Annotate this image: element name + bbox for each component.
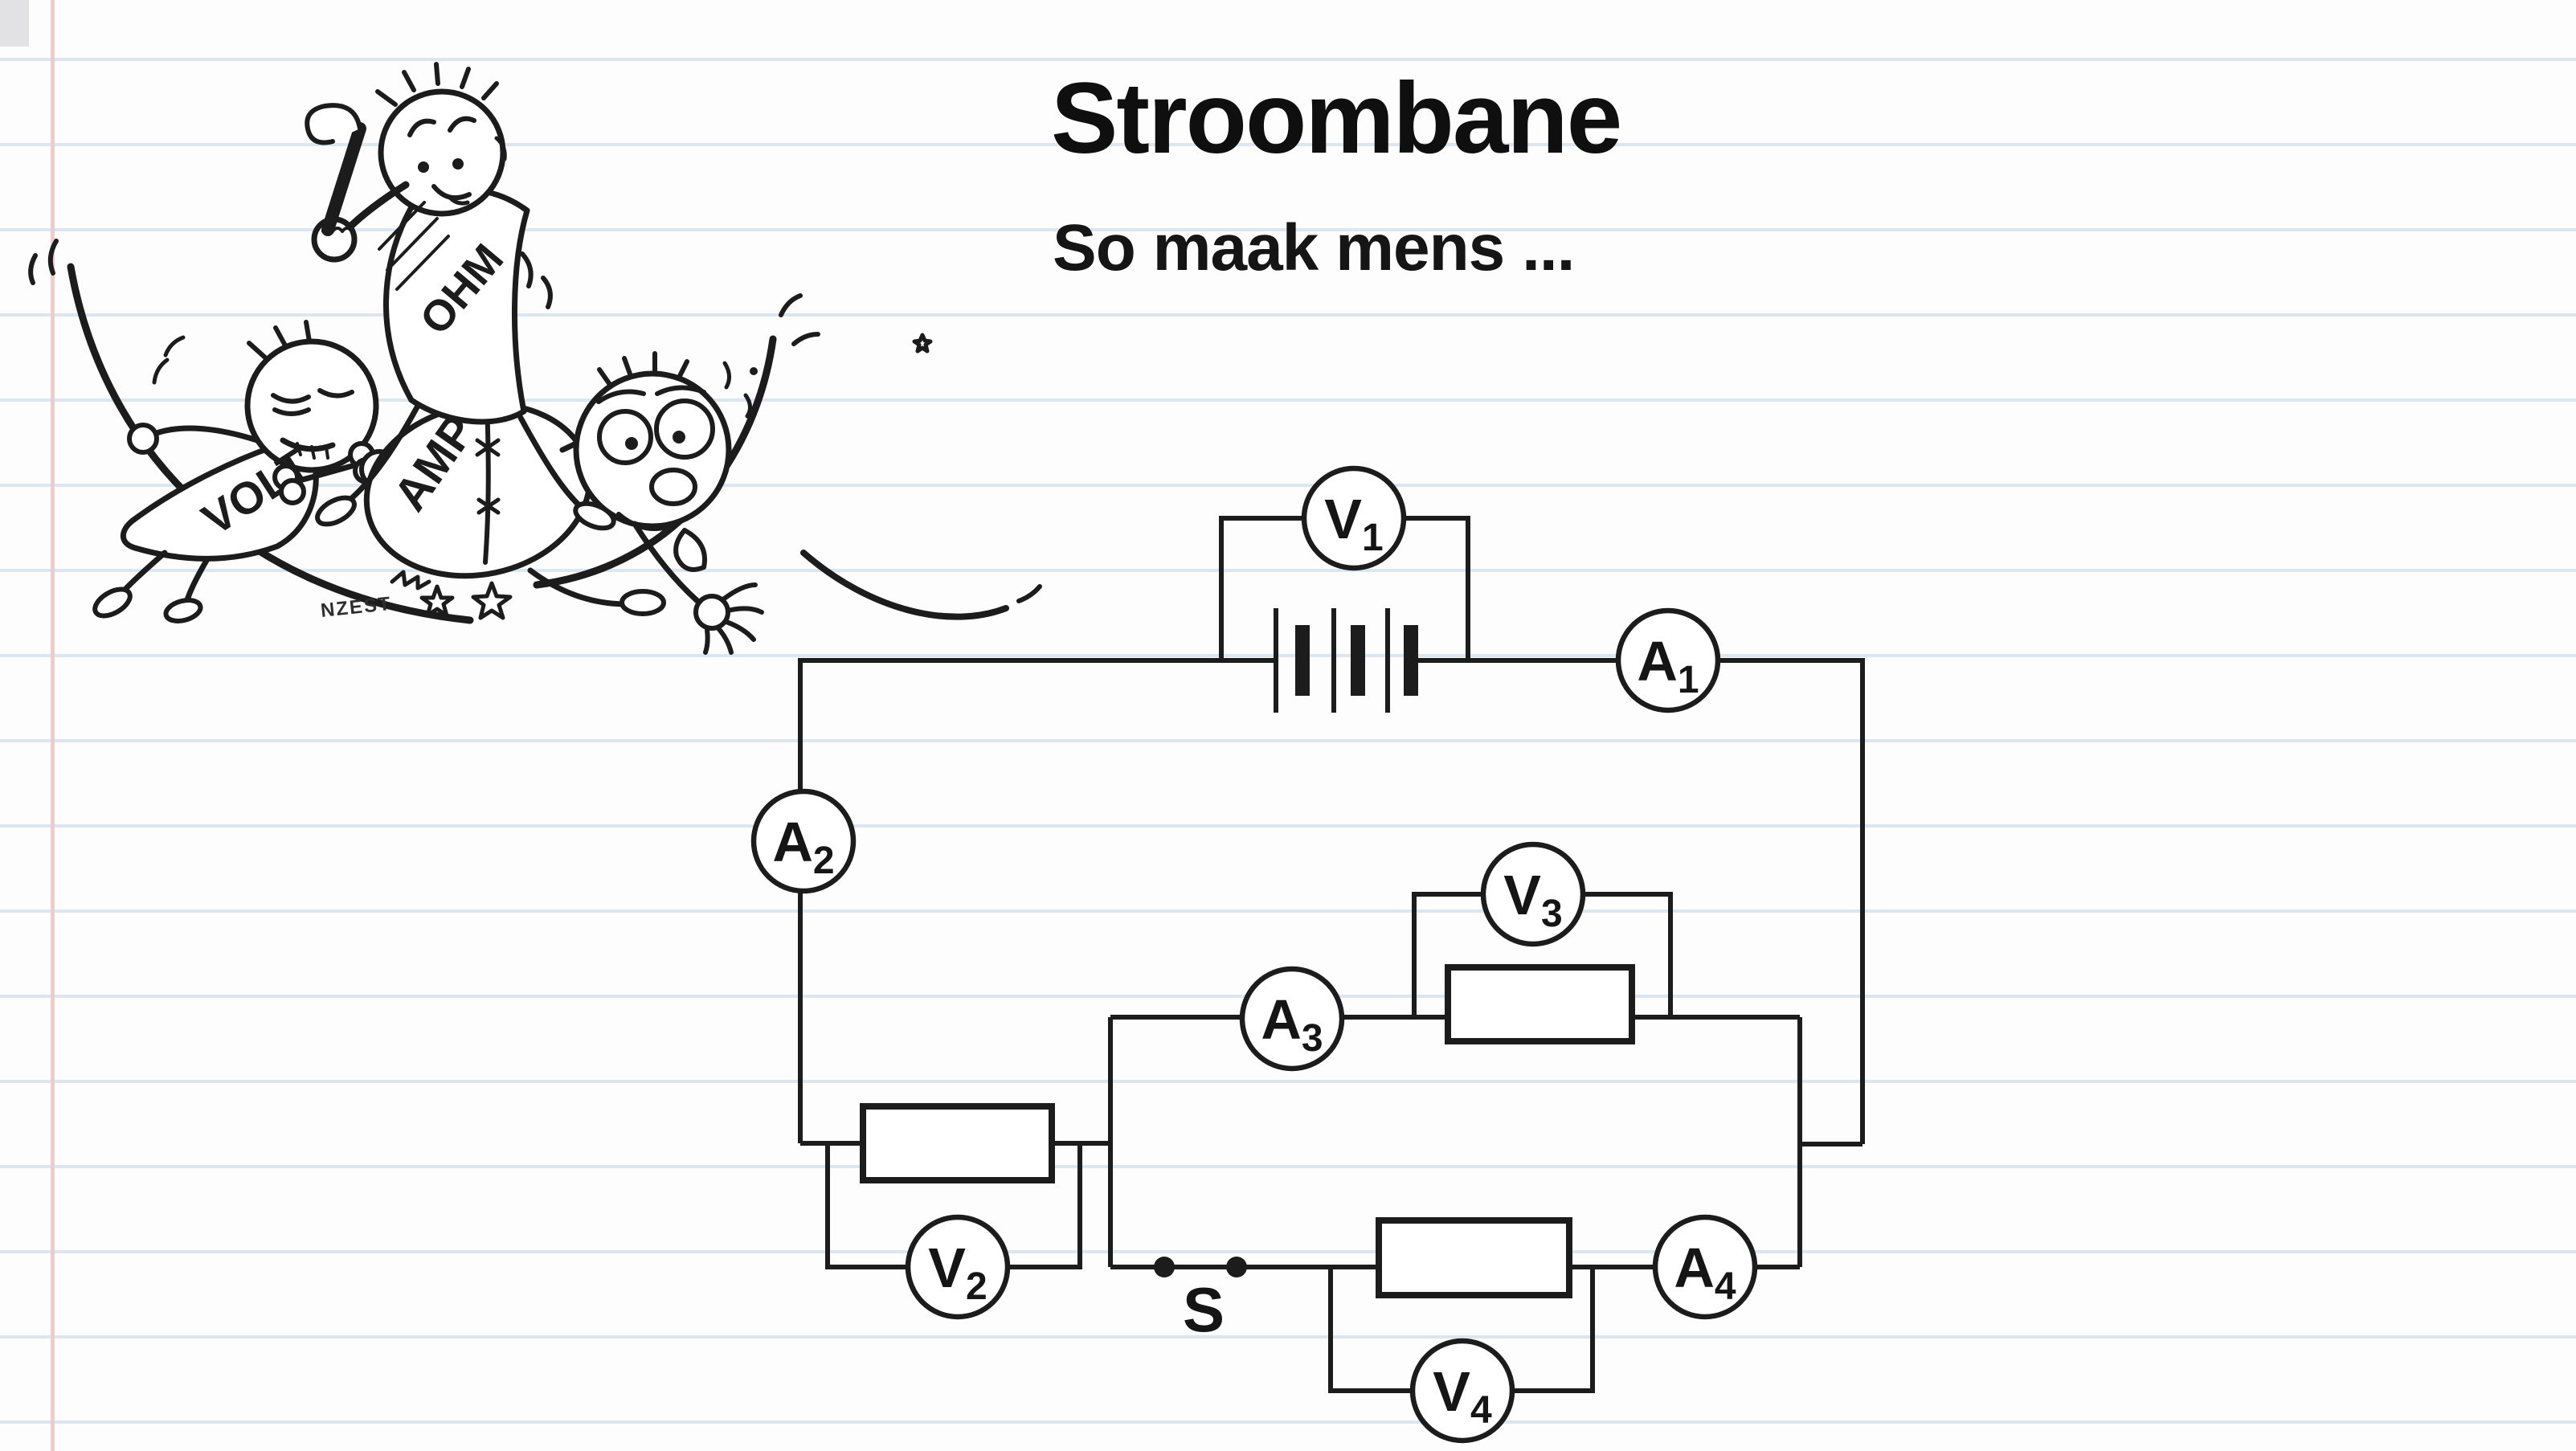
cartoon-character-ohm: OHM (305, 62, 616, 531)
circuit-diagram: S V1 A1 A2 V2 A3 (750, 465, 1865, 1444)
page-title: Stroombane (1051, 63, 1622, 174)
voltmeter-v1: V1 (1301, 465, 1407, 571)
ammeter-a3: A3 (1239, 966, 1345, 1072)
switch-contact-left (1154, 1257, 1175, 1277)
cartoon-signature: NZEST (320, 593, 393, 622)
svg-text:A4: A4 (1674, 1236, 1736, 1308)
wire-right-connector (1797, 1017, 1862, 1267)
scan-corner-artifact (0, 0, 29, 47)
switch-label: S (1183, 1274, 1225, 1345)
cartoon-face-shocked (573, 351, 764, 655)
cartoon-illustration: VOLT AMP (28, 62, 1042, 655)
svg-text:V1: V1 (1324, 488, 1383, 559)
margin-line (51, 0, 55, 1451)
ohm-sash (383, 186, 530, 425)
wire-main-loop-right (1418, 658, 1865, 1144)
resistor-upper (1445, 964, 1635, 1044)
impact-stars (390, 333, 933, 620)
svg-text:V2: V2 (928, 1236, 987, 1308)
voltmeter-v2: V2 (905, 1214, 1011, 1320)
svg-text:A1: A1 (1637, 630, 1699, 701)
switch-contact-right (1226, 1257, 1247, 1277)
page-subtitle: So maak mens ... (1053, 211, 1575, 284)
svg-text:A3: A3 (1261, 988, 1323, 1060)
voltmeter-v3: V3 (1480, 841, 1586, 947)
switch: S (1154, 1257, 1247, 1345)
ammeter-a2: A2 (750, 788, 857, 894)
svg-text:V4: V4 (1433, 1360, 1492, 1432)
battery (1274, 608, 1418, 713)
svg-text:A2: A2 (772, 811, 834, 882)
ammeter-a1: A1 (1615, 607, 1721, 713)
wire-main-loop-left (798, 658, 1276, 1143)
voltmeter-v4: V4 (1409, 1338, 1515, 1444)
resistor-lower (1376, 1217, 1572, 1298)
svg-text:V3: V3 (1503, 864, 1562, 935)
resistor-left (860, 1103, 1055, 1183)
ammeter-a4: A4 (1652, 1214, 1758, 1320)
